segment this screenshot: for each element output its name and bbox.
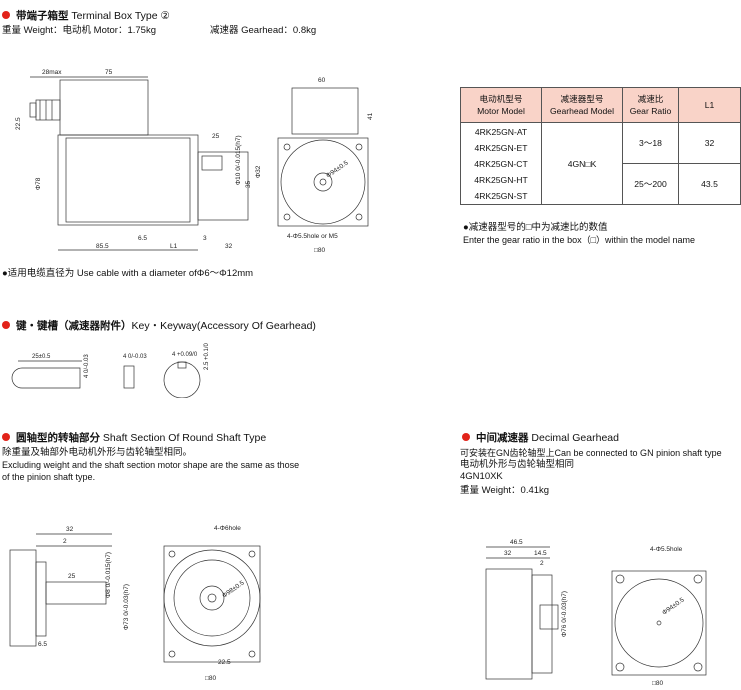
dim-22-5: 22.5 [15, 117, 22, 130]
motor-model: 4RK25GN-AT [474, 126, 528, 137]
dim-32: 32 [504, 550, 512, 557]
dim-hole: 4-Φ5.5hole or M5 [287, 233, 338, 240]
dim-25: 25 [212, 133, 220, 140]
dim-4b: 4 0/-0.03 [123, 354, 147, 360]
dim-hole: 4-Φ5.5hole [650, 546, 683, 553]
ratio-cell-1: 3～18 [622, 122, 679, 164]
dim-hole: 4-Φ6hole [214, 525, 241, 532]
dim-75: 75 [105, 69, 113, 76]
dim-6-5: 6.5 [138, 235, 147, 242]
dim-28max: 28max [42, 69, 62, 76]
dim-sq80: □80 [652, 680, 664, 687]
dim-22-5: 22.5 [218, 659, 231, 666]
round-shaft-line2: Excluding weight and the shaft section m… [2, 460, 300, 470]
dim-6-5: 6.5 [38, 641, 47, 648]
dim-94: Φ94±0.5 [325, 159, 350, 179]
decimal-weight: 重量 Weight：0.41kg [460, 485, 550, 496]
dim-4a: 4 0/-0.03 [84, 354, 90, 378]
title-en: Key・Keyway(Accessory Of Gearhead) [131, 320, 316, 332]
dim-14-5: 14.5 [534, 550, 547, 557]
bullet-icon [2, 321, 10, 329]
bullet-icon [2, 11, 10, 19]
key-drawing: 25±0.5 4 0/-0.03 4 0/-0.03 4 +0.09/0 2.5… [11, 342, 210, 398]
dim-4c: 4 +0.09/0 [172, 352, 198, 358]
table-note-en: Enter the gear ratio in the box（□）within… [463, 235, 696, 245]
bullet-icon [2, 433, 10, 441]
decimal-line2: 电动机外形与齿轮轴型相同 [460, 459, 575, 470]
round-shaft-drawing: 32 2 25 Φ8 0/-0.015(h7) Φ73 0/-0.03(h7) … [9, 525, 261, 682]
l1-cell-1: 32 [678, 122, 741, 164]
weight-gearhead: 减速器 Gearhead：0.8kg [210, 25, 317, 36]
title-en: Decimal Gearhead [531, 432, 619, 444]
dim-l1: L1 [170, 243, 178, 250]
title-en: Shaft Section Of Round Shaft Type [102, 432, 267, 444]
terminal-box-drawing: 28max 75 22.5 Φ78 25 Φ10 0/-0.015(h7) Φ3… [15, 69, 374, 254]
key-section-title: 键・键槽（减速器附件）Key・Keyway(Accessory Of Gearh… [2, 318, 316, 333]
header-l1: L1 [678, 87, 741, 123]
dim-35: 35 [245, 180, 252, 188]
dim-73: Φ73 0/-0.03(h7) [123, 584, 130, 630]
decimal-line1: 可安装在GN齿轮轴型上Can be connected to GN pinion… [460, 448, 722, 458]
dim-32b: 32 [225, 243, 233, 250]
dim-2: 2 [540, 560, 544, 567]
dim-32: 32 [66, 526, 74, 533]
title-cn: 键・键槽（减速器附件） [16, 320, 132, 332]
dim-76: Φ76 0/-0.03(h7) [561, 591, 568, 637]
weight-motor: 重量 Weight：电动机 Motor：1.75kg [2, 25, 156, 36]
bullet-icon [462, 433, 470, 441]
decimal-gearhead-title: 中间减速器 Decimal Gearhead [462, 430, 619, 445]
dim-94: Φ94±0.5 [661, 596, 686, 616]
motor-model: 4RK25GN-ST [474, 190, 528, 201]
dim-8: Φ8 0/-0.015(h7) [105, 552, 112, 598]
dim-25: 25 [68, 573, 76, 580]
title-cn: 带端子箱型 [16, 10, 69, 22]
decimal-gearhead-drawing: 46.5 32 14.5 2 Φ76 0/-0.03(h7) 4-Φ5.5hol… [485, 539, 707, 687]
title-cn: 圆轴型的转轴部分 [16, 432, 100, 444]
dim-3: 3 [203, 235, 207, 242]
dim-32: Φ32 [255, 165, 262, 178]
motor-model: 4RK25GN-CT [474, 158, 528, 169]
decimal-model: 4GN10XK [460, 471, 503, 482]
dim-41: 41 [367, 112, 374, 120]
dim-60: 60 [318, 77, 326, 84]
motor-model: 4RK25GN-HT [474, 174, 528, 185]
title-en: Terminal Box Type ② [71, 10, 170, 22]
dim-25: 25±0.5 [32, 354, 51, 360]
dim-2: 2 [63, 538, 67, 545]
dim-2-5: 2.5 +0.1/0 [204, 342, 210, 370]
dim-sq80: □80 [314, 247, 326, 254]
motor-model: 4RK25GN-ET [474, 142, 528, 153]
dim-85-5: 85.5 [96, 243, 109, 250]
round-shaft-line3: of the pinion shaft type. [2, 472, 96, 482]
dim-10: Φ10 0/-0.015(h7) [235, 135, 242, 185]
dim-78: Φ78 [35, 177, 42, 190]
round-shaft-line1: 除重量及轴部外电动机外形与齿轮轴型相同。 [2, 447, 193, 458]
l1-cell-2: 43.5 [678, 163, 741, 205]
dim-98: Φ98±0.5 [221, 579, 246, 599]
ratio-cell-2: 25～200 [622, 163, 679, 205]
motor-models-cell: 4RK25GN-AT 4RK25GN-ET 4RK25GN-CT 4RK25GN… [460, 122, 542, 205]
cable-note: ●适用电缆直径为 Use cable with a diameter ofΦ6～… [2, 268, 254, 279]
title-cn: 中间减速器 [476, 432, 529, 444]
table-note-cn: ●减速器型号的□中为减速比的数值 [463, 222, 608, 233]
terminal-box-title: 带端子箱型 Terminal Box Type ② [2, 8, 170, 23]
dim-sq80: □80 [205, 675, 217, 682]
gearhead-model-cell: 4GN□K [541, 122, 623, 205]
dim-46-5: 46.5 [510, 539, 523, 546]
round-shaft-title: 圆轴型的转轴部分 Shaft Section Of Round Shaft Ty… [2, 430, 266, 445]
